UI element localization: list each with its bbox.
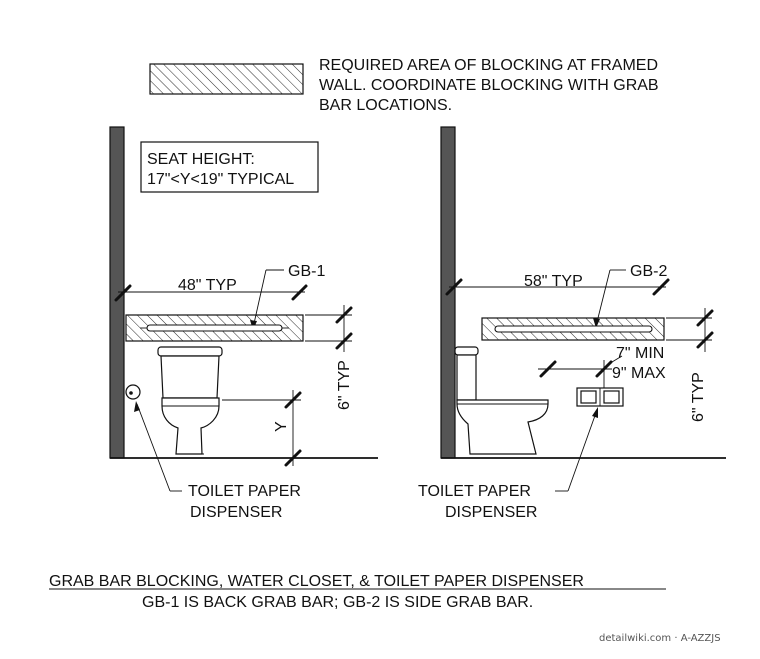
right-tp-dispenser — [576, 387, 624, 407]
right-bar-tag: GB-2 — [630, 263, 667, 280]
legend: REQUIRED AREA OF BLOCKING AT FRAMED WALL… — [149, 57, 659, 114]
right-tp-label-1: TOILET PAPER — [418, 483, 531, 500]
left-width-tick-start — [114, 284, 132, 302]
right-elevation: 58" TYP GB-2 6" TYP 7" MIN 9" MAX — [418, 126, 726, 521]
caption: GRAB BAR BLOCKING, WATER CLOSET, & TOILE… — [49, 573, 666, 611]
left-y-label: Y — [273, 421, 290, 432]
left-width-tick-end — [291, 284, 308, 301]
right-vertical-tick-bottom — [696, 331, 714, 349]
caption-title: GRAB BAR BLOCKING, WATER CLOSET, & TOILE… — [49, 573, 584, 590]
right-width-label: 58" TYP — [524, 273, 583, 290]
left-y-tick-bottom — [284, 449, 302, 467]
legend-line-3: BAR LOCATIONS. — [319, 97, 452, 114]
right-min-label: 7" MIN — [616, 345, 664, 362]
right-vertical-label: 6" TYP — [690, 372, 707, 422]
right-tp-leader-arrow — [592, 407, 598, 418]
seat-height-note-line-2: 17"<Y<19" TYPICAL — [147, 171, 294, 188]
right-tp-leader-diag — [567, 409, 598, 492]
left-tp-dispenser — [125, 384, 141, 400]
legend-line-2: WALL. COORDINATE BLOCKING WITH GRAB — [319, 77, 659, 94]
left-vertical-tick-top — [335, 306, 353, 324]
right-tp-note-leader — [611, 355, 623, 363]
left-bar-tag: GB-1 — [288, 263, 325, 280]
left-tp-label-2: DISPENSER — [190, 504, 282, 521]
watermark: detailwiki.com · A-AZZJS — [599, 633, 721, 644]
right-tp-label-2: DISPENSER — [445, 504, 537, 521]
left-vertical-tick-bottom — [335, 332, 353, 350]
right-width-tick-start — [445, 278, 463, 296]
right-water-closet — [454, 346, 549, 455]
left-tp-dispenser-core — [129, 391, 133, 395]
right-max-label: 9" MAX — [612, 365, 666, 382]
left-width-label: 48" TYP — [178, 277, 237, 294]
left-y-tick-top — [284, 391, 302, 409]
left-elevation: SEAT HEIGHT: 17"<Y<19" TYPICAL 48" TYP G… — [109, 126, 378, 521]
right-tp-tick-start — [539, 360, 557, 378]
right-vertical-tick-top — [696, 309, 714, 327]
left-tp-leader-arrow — [134, 401, 140, 412]
blocking-legend-swatch — [149, 63, 304, 95]
right-bar-leader-diag — [595, 269, 611, 327]
left-vertical-label: 6" TYP — [336, 360, 353, 410]
right-grab-bar — [494, 325, 653, 333]
seat-height-note-line-1: SEAT HEIGHT: — [147, 151, 255, 168]
right-width-tick-end — [652, 278, 670, 296]
seat-height-note-box — [140, 141, 319, 193]
left-water-closet — [157, 346, 223, 455]
caption-subtitle: GB-1 IS BACK GRAB BAR; GB-2 IS SIDE GRAB… — [142, 594, 533, 611]
left-grab-bar — [146, 324, 283, 332]
left-tp-leader-diag — [136, 403, 171, 492]
legend-line-1: REQUIRED AREA OF BLOCKING AT FRAMED — [319, 57, 658, 74]
left-tp-label-1: TOILET PAPER — [188, 483, 301, 500]
